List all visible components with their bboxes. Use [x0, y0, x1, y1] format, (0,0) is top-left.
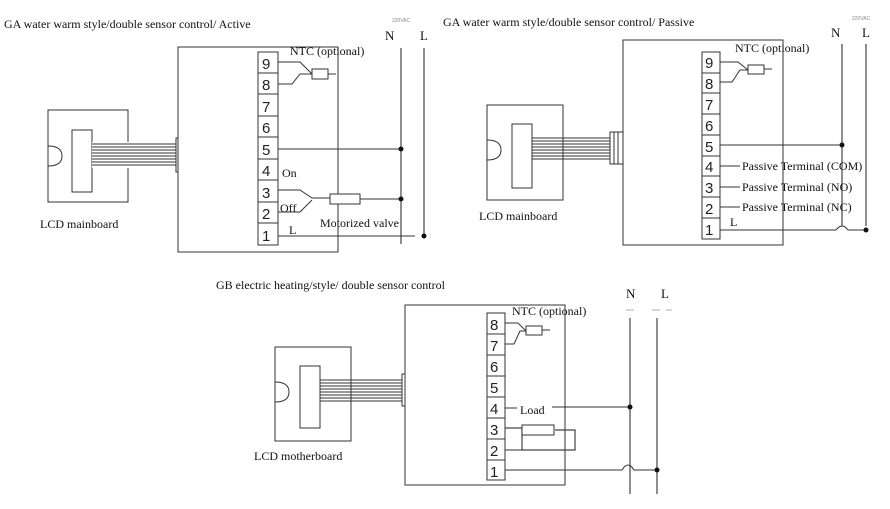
terminal-3: 3	[490, 422, 498, 439]
board-label: LCD mainboard	[40, 217, 118, 231]
label-off: Off	[280, 201, 296, 215]
supply-rating: 220VAC	[852, 16, 871, 22]
terminal-3: 3	[262, 185, 270, 202]
ntc-label: NTC (optional)	[735, 41, 809, 55]
board-label: LCD motherboard	[254, 449, 342, 463]
terminal-6: 6	[262, 120, 270, 137]
terminal-5: 5	[705, 139, 713, 156]
terminal-strip: 9 8 7 6 5 4 3 2 1	[257, 51, 279, 246]
label-l: L	[730, 215, 737, 229]
terminal-5: 5	[490, 380, 498, 397]
label-l: L	[289, 223, 296, 237]
supply-n: N	[626, 286, 636, 301]
lcd-board	[47, 109, 192, 203]
supply-n: N	[831, 25, 841, 40]
terminal-5: 5	[262, 142, 270, 159]
terminal-3: 3	[705, 180, 713, 197]
motorized-valve	[329, 193, 361, 205]
supply-l: L	[862, 25, 870, 40]
lcd-board	[274, 346, 417, 442]
terminal-9: 9	[262, 56, 270, 73]
diagram-title: GA water warm style/double sensor contro…	[4, 17, 251, 31]
terminal-8: 8	[262, 77, 270, 94]
terminal-4: 4	[490, 401, 498, 418]
label-load: Load	[520, 403, 545, 417]
terminal-4: 4	[262, 163, 270, 180]
terminal-8: 8	[705, 76, 713, 93]
terminal-6: 6	[705, 118, 713, 135]
label-nc: Passive Terminal (NC)	[742, 200, 852, 214]
supply-l: L	[420, 28, 428, 43]
label-com: Passive Terminal (COM)	[742, 159, 862, 173]
terminal-strip: 8 7 6 5 4 3 2 1	[486, 312, 506, 481]
terminal-strip: 9 8 7 6 5 4 3 2 1	[701, 51, 721, 240]
supply-l: L	[661, 286, 669, 301]
terminal-1: 1	[262, 228, 270, 245]
terminal-7: 7	[262, 99, 270, 116]
board-label: LCD mainboard	[479, 209, 557, 223]
terminal-8: 8	[490, 317, 498, 334]
diagram-title: GB electric heating/style/ double sensor…	[216, 278, 446, 292]
wire-1	[505, 464, 657, 471]
lcd-board	[486, 104, 625, 201]
ntc-label: NTC (optional)	[512, 304, 586, 318]
label-motorized-valve: Motorized valve	[320, 216, 399, 230]
supply-rating: 220VAC	[392, 18, 411, 24]
wire-1	[720, 225, 866, 231]
ntc-label: NTC (optional)	[290, 44, 364, 58]
terminal-4: 4	[705, 159, 713, 176]
ntc-sensor	[720, 61, 772, 83]
terminal-2: 2	[705, 201, 713, 218]
diagram-gb-electric: GB electric heating/style/ double sensor…	[216, 278, 672, 494]
diagram-ga-passive: GA water warm style/double sensor contro…	[443, 15, 871, 246]
terminal-6: 6	[490, 359, 498, 376]
diagram-ga-active: GA water warm style/double sensor contro…	[4, 17, 428, 253]
ntc-sensor	[278, 61, 336, 85]
terminal-7: 7	[490, 338, 498, 355]
terminal-2: 2	[490, 443, 498, 460]
load-resistor	[521, 424, 555, 436]
supply-n: N	[385, 28, 395, 43]
label-on: On	[282, 166, 297, 180]
terminal-1: 1	[705, 222, 713, 239]
terminal-2: 2	[262, 206, 270, 223]
label-no: Passive Terminal (NO)	[742, 180, 852, 194]
diagram-title: GA water warm style/double sensor contro…	[443, 15, 694, 29]
terminal-7: 7	[705, 97, 713, 114]
terminal-1: 1	[490, 464, 498, 481]
ntc-sensor	[505, 322, 550, 345]
terminal-9: 9	[705, 55, 713, 72]
